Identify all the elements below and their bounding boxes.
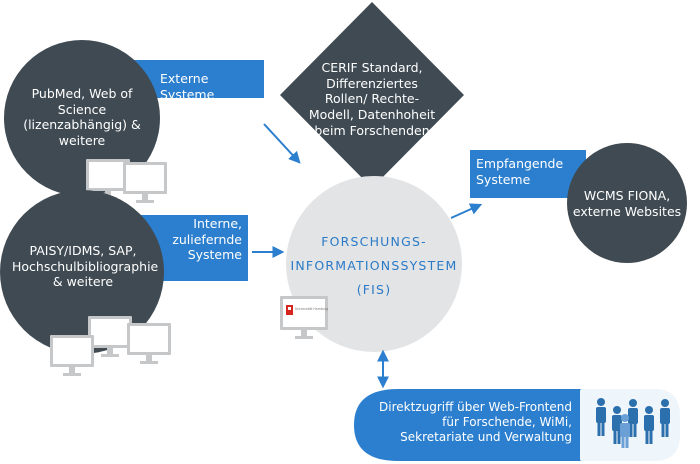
monitor-icon <box>50 335 94 376</box>
principles-text: CERIF Standard, Differenziertes Rollen/ … <box>308 60 436 138</box>
target-systems-circle <box>567 143 687 263</box>
internal-systems-circle-text: PAISY/IDMS, SAP, Hochschulbibliographie … <box>12 243 159 290</box>
monitor-icon <box>123 162 167 203</box>
external-systems-label: Externe Systeme <box>160 71 215 102</box>
university-monitor-icon: Universität Hamburg <box>280 296 328 339</box>
fis-circle <box>286 176 462 352</box>
internal-systems-circle <box>0 190 164 354</box>
people-icon <box>596 398 670 448</box>
receiving-systems-label: Empfangende Systeme <box>476 156 564 187</box>
monitor-icon <box>127 323 171 364</box>
external-systems-circle <box>4 40 160 196</box>
fis-title-line3: (FIS) <box>356 281 392 297</box>
external-systems-circle-text: PubMed, Web of Science (lizenzabhängig) … <box>23 86 141 148</box>
fis-title-line1: FORSCHUNGS- <box>321 234 427 249</box>
arrow-fis-to-receiving <box>450 203 483 219</box>
arrow-external-to-fis <box>263 123 301 164</box>
principles-diamond <box>280 2 464 188</box>
receiving-systems-box <box>470 150 586 198</box>
target-systems-text: WCMS FIONA, externe Websites <box>572 188 682 219</box>
logo-caption: Universität Hamburg <box>295 307 328 311</box>
fis-title-line2: INFORMATIONSSYSTEM <box>290 257 458 273</box>
internal-systems-label: Interne, zuliefernde Systeme <box>172 216 242 263</box>
direct-access-text: Direktzugriff über Web-Frontend für Fors… <box>379 400 572 444</box>
fis-title: FORSCHUNGS- INFORMATIONSSYSTEM (FIS) <box>290 230 458 301</box>
